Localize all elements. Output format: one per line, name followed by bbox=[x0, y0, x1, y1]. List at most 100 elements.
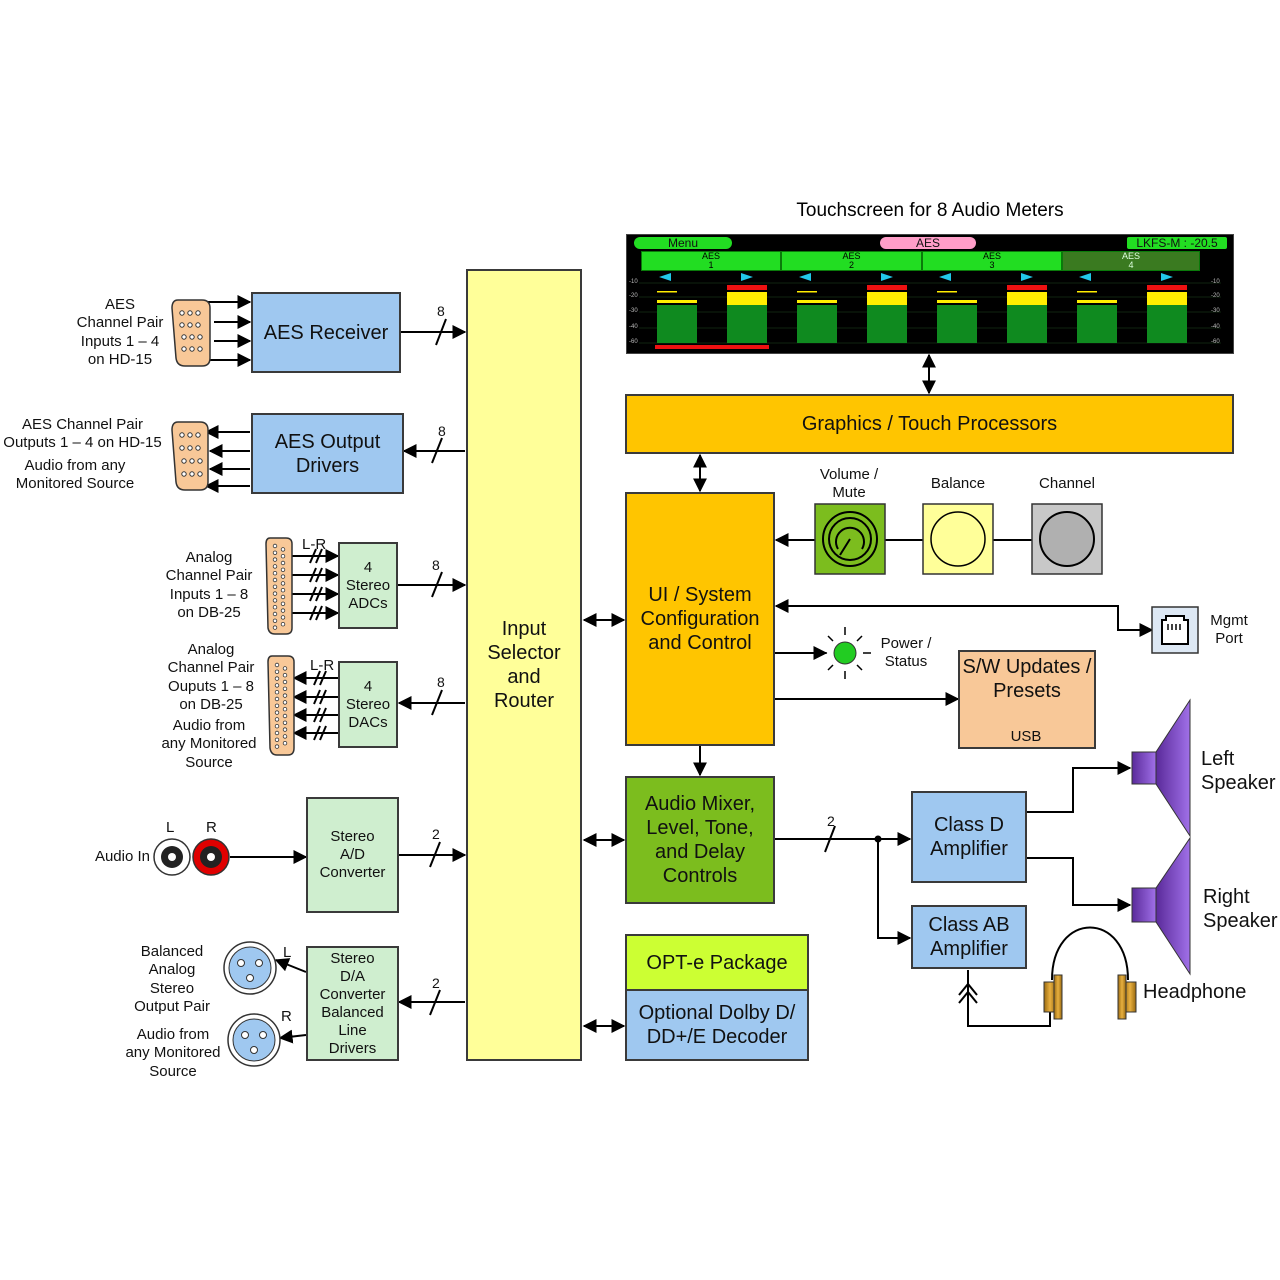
connector-pin bbox=[274, 669, 280, 674]
connector-pin bbox=[282, 679, 288, 685]
connector-pin bbox=[274, 710, 280, 715]
connector-pin bbox=[274, 696, 280, 702]
bus-width-ad: 2 bbox=[432, 826, 440, 842]
touchscreen-menu-button[interactable]: Menu bbox=[634, 237, 732, 249]
connector-pin bbox=[282, 741, 288, 746]
input-selector-router-block: Input Selector and Router bbox=[466, 269, 582, 1061]
connector-pin bbox=[280, 574, 286, 579]
graphics-touch-processors-block: Graphics / Touch Processors bbox=[625, 394, 1234, 454]
db25-output-connector bbox=[267, 655, 295, 756]
bus-width-adc: 8 bbox=[432, 557, 440, 573]
ui-system-control-block: UI / System Configuration and Control bbox=[625, 492, 775, 746]
class-d-amplifier-block: Class D Amplifier bbox=[911, 791, 1027, 883]
connector-pin bbox=[272, 571, 278, 576]
balanced-output-source-label: Audio from any Monitored Source bbox=[125, 1026, 221, 1080]
right-speaker-label: Right Speaker bbox=[1203, 886, 1278, 933]
aes-output-label: AES Channel Pair Outputs 1 – 4 on HD-15 bbox=[3, 416, 162, 452]
connector-pin bbox=[282, 707, 288, 712]
touchscreen-scale-tick: -40 bbox=[1211, 324, 1220, 330]
opt-e-package-block: OPT-e Package bbox=[625, 934, 809, 991]
connector-pin bbox=[272, 605, 278, 610]
connector-pin bbox=[274, 676, 280, 681]
connector-pin bbox=[274, 730, 280, 736]
audio-mixer-block: Audio Mixer, Level, Tone, and Delay Cont… bbox=[625, 776, 775, 904]
audio-in-label: Audio In bbox=[94, 848, 150, 865]
connector-pin bbox=[274, 724, 280, 729]
connector-pin bbox=[274, 683, 280, 688]
headphone-label: Headphone bbox=[1143, 981, 1247, 1003]
stereo-ad-converter-block: Stereo A/D Converter bbox=[306, 797, 399, 913]
power-status-label: Power / Status bbox=[880, 635, 932, 671]
connector-pin bbox=[282, 666, 288, 671]
connector-pin bbox=[280, 588, 286, 593]
rca-left-label: L bbox=[166, 819, 175, 836]
hd15-output-connector bbox=[171, 421, 209, 491]
touchscreen-source-button[interactable]: AES bbox=[880, 237, 976, 249]
volume-mute-knob bbox=[814, 503, 886, 575]
connector-pin bbox=[280, 581, 286, 586]
channel-label: Channel bbox=[1039, 475, 1095, 492]
connector-pin bbox=[272, 550, 278, 555]
connector-pin bbox=[272, 598, 278, 603]
rca-right-jack bbox=[192, 838, 230, 876]
bus-width-mixer-out: 2 bbox=[827, 813, 835, 829]
balance-label: Balance bbox=[930, 475, 986, 492]
touchscreen-scale-tick: -10 bbox=[629, 279, 638, 285]
connector-pin bbox=[274, 737, 280, 742]
touchscreen-scale-tick: -40 bbox=[629, 324, 638, 330]
analog-input-label: Analog Channel Pair Inputs 1 – 8 on DB-2… bbox=[165, 549, 253, 621]
analog-output-label: Analog Channel Pair Ouputs 1 – 8 on DB-2… bbox=[167, 641, 255, 713]
bus-width-aes-out: 8 bbox=[438, 423, 446, 439]
connector-pin bbox=[272, 584, 278, 589]
lr-label: L-R bbox=[302, 536, 327, 553]
channel-knob bbox=[1031, 503, 1103, 575]
usb-label: USB bbox=[1010, 728, 1042, 745]
connector-pin bbox=[280, 615, 286, 620]
connector-pin bbox=[280, 594, 286, 600]
connector-pin bbox=[282, 700, 288, 705]
connector-pin bbox=[280, 622, 286, 627]
touchscreen-loudness-readout: LKFS-M : -20.5 bbox=[1127, 237, 1227, 249]
bus-width-aes-in: 8 bbox=[437, 303, 445, 319]
mgmt-port-label: Mgmt Port bbox=[1210, 612, 1248, 648]
connector-pin bbox=[272, 564, 278, 569]
connector-pin bbox=[282, 734, 288, 739]
connector-pin bbox=[282, 713, 288, 719]
left-speaker-icon bbox=[1131, 698, 1191, 838]
right-speaker-icon bbox=[1131, 836, 1191, 976]
connector-pin bbox=[272, 611, 278, 617]
connector-pin bbox=[272, 557, 278, 562]
connector-pin bbox=[280, 608, 286, 613]
ethernet-port-icon bbox=[1151, 606, 1199, 654]
stereo-dacs-block: 4 Stereo DACs bbox=[338, 661, 398, 748]
xlr-right-connector bbox=[227, 1013, 281, 1067]
touchscreen-scale-tick: -10 bbox=[1211, 279, 1220, 285]
touchscreen-scale-tick: -30 bbox=[629, 308, 638, 314]
bus-width-da: 2 bbox=[432, 975, 440, 991]
volume-mute-label: Volume / Mute bbox=[819, 466, 879, 502]
connector-pin bbox=[280, 554, 286, 559]
connector-pin bbox=[282, 720, 288, 725]
class-ab-amplifier-block: Class AB Amplifier bbox=[911, 905, 1027, 969]
balance-knob bbox=[922, 503, 994, 575]
xlr-left-connector bbox=[223, 941, 277, 995]
connector-pin bbox=[272, 543, 278, 549]
aes-input-label: AES Channel Pair Inputs 1 – 4 on HD-15 bbox=[76, 296, 164, 368]
connector-pin bbox=[272, 591, 278, 596]
dolby-decoder-block: Optional Dolby D/ DD+/E Decoder bbox=[625, 989, 809, 1061]
stereo-da-converter-block: Stereo D/A Converter Balanced Line Drive… bbox=[306, 946, 399, 1061]
touchscreen-meters bbox=[639, 273, 1221, 349]
connector-pin bbox=[274, 690, 280, 695]
balanced-output-label: Balanced Analog Stereo Output Pair bbox=[134, 943, 210, 1015]
hd15-input-connector bbox=[171, 299, 211, 367]
lr-label: L-R bbox=[310, 657, 335, 674]
aes-output-drivers-block: AES Output Drivers bbox=[251, 413, 404, 494]
power-status-led bbox=[821, 627, 871, 679]
stereo-adcs-block: 4 Stereo ADCs bbox=[338, 542, 398, 629]
sw-updates-presets-block: S/W Updates / Presets bbox=[958, 650, 1096, 749]
